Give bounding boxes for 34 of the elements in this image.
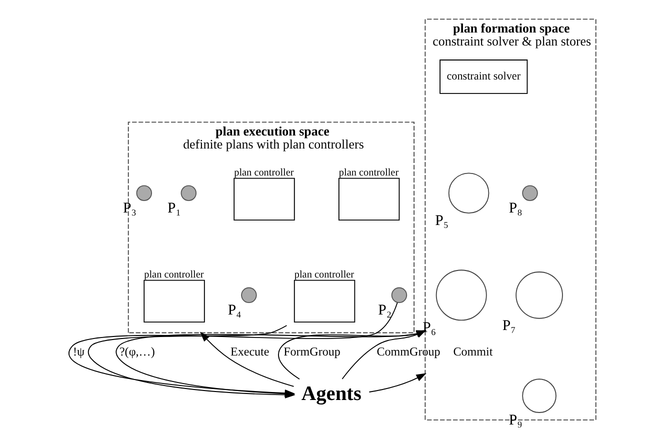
node-label: P₅ [434, 212, 448, 229]
node-circle [515, 272, 562, 319]
node-label: plan controller [338, 167, 398, 178]
arrow [199, 332, 294, 387]
node-circle [180, 185, 196, 202]
arrow [368, 373, 426, 392]
node-circle [522, 185, 538, 202]
edge-label: !ψ [72, 344, 84, 358]
node-text: Agents [300, 383, 361, 406]
edge-label: Commit [452, 344, 492, 358]
node-circle [390, 287, 407, 304]
node-label: P₂ [378, 302, 392, 318]
node-label: P₄ [227, 302, 241, 318]
node-box [293, 280, 355, 323]
edge-label: FormGroup [283, 344, 340, 358]
node-label: P₈ [508, 200, 522, 216]
node-box [233, 178, 294, 220]
node-label: P₃ [122, 200, 136, 216]
node-circle [240, 287, 256, 304]
node-label: P₁ [167, 200, 180, 216]
edge-label: CommGroup [376, 344, 440, 358]
node-box [338, 178, 400, 220]
node-box [143, 280, 204, 323]
node-circle [435, 270, 486, 321]
node-box: constraint solver [439, 60, 528, 94]
node-label: plan controller [294, 269, 354, 280]
node-label: plan controller [234, 167, 294, 178]
node-label: P₇ [502, 318, 516, 334]
node-circle [448, 172, 489, 214]
node-label: plan controller [144, 269, 204, 280]
edge-label: Execute [230, 344, 269, 358]
node-circle [522, 378, 556, 413]
edge-label: ?(φ,…) [118, 344, 154, 358]
node-circle [136, 185, 152, 202]
